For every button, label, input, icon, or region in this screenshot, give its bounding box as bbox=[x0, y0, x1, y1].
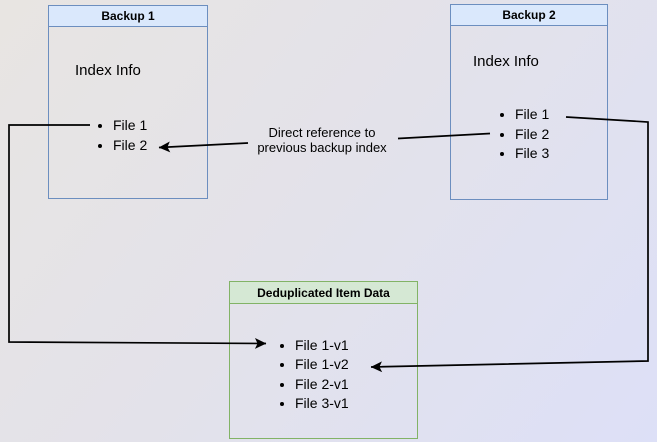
backup1-box: Backup 1 Index Info File 1 File 2 bbox=[48, 5, 208, 199]
backup2-index-info-label: Index Info bbox=[473, 53, 539, 70]
backup1-file-list: File 1 File 2 bbox=[93, 115, 147, 155]
list-item: File 1-v1 bbox=[295, 336, 349, 355]
backup2-file-list: File 1 File 2 File 3 bbox=[495, 105, 549, 164]
list-item: File 2 bbox=[515, 125, 549, 145]
edge-label: Direct reference to previous backup inde… bbox=[225, 125, 419, 155]
edge-label-line1: Direct reference to bbox=[268, 125, 376, 140]
dedup-header: Deduplicated Item Data bbox=[230, 282, 417, 304]
list-item: File 3-v1 bbox=[295, 394, 349, 413]
dedup-item-list: File 1-v1 File 1-v2 File 2-v1 File 3-v1 bbox=[275, 336, 349, 414]
list-item: File 3 bbox=[515, 144, 549, 164]
backup2-header: Backup 2 bbox=[451, 5, 607, 26]
edge-label-line2: previous backup index bbox=[257, 140, 387, 155]
backup2-box: Backup 2 Index Info File 1 File 2 File 3 bbox=[450, 4, 608, 200]
backup1-index-info-label: Index Info bbox=[75, 62, 141, 79]
list-item: File 2-v1 bbox=[295, 375, 349, 394]
backup1-header: Backup 1 bbox=[49, 6, 207, 27]
list-item: File 1 bbox=[113, 115, 147, 135]
list-item: File 2 bbox=[113, 135, 147, 155]
list-item: File 1-v2 bbox=[295, 355, 349, 374]
list-item: File 1 bbox=[515, 105, 549, 125]
dedup-box: Deduplicated Item Data File 1-v1 File 1-… bbox=[229, 281, 418, 439]
